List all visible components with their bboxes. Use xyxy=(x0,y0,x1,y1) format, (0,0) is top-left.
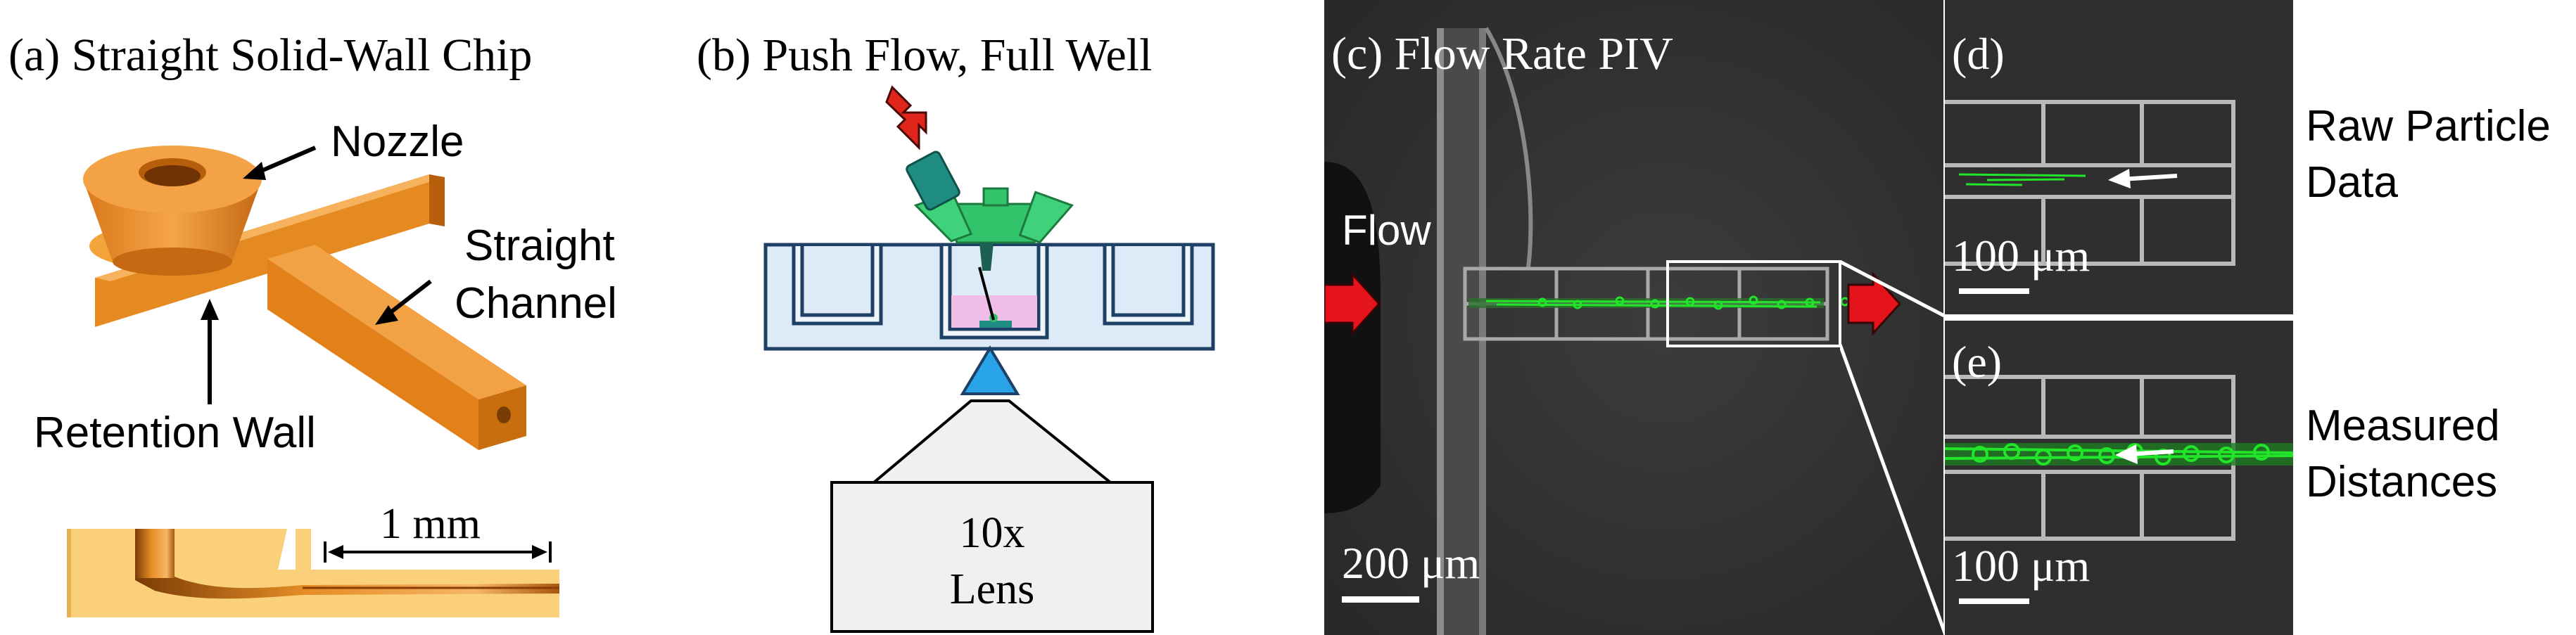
zoom-box xyxy=(1666,260,1841,347)
label-channel-line1: Straight xyxy=(464,222,615,270)
wall-fillet xyxy=(1484,27,1533,268)
annotation-arrow-d xyxy=(2120,174,2178,181)
panel-d: (d) 100 μm xyxy=(1945,0,2293,314)
straight-channel xyxy=(267,245,526,450)
panel-a-figure: (a) Straight Solid-Wall Chip xyxy=(8,30,617,617)
lens-cone xyxy=(960,345,1020,395)
scale-label-1mm: 1 mm xyxy=(380,500,481,548)
panel-d-figure: (d) 100 μm xyxy=(1945,0,2293,314)
panel-c-figure: (c) Flow Rate PIV Flow 200 μm xyxy=(1324,0,1943,635)
panel-d-annotation: Raw Particle Data xyxy=(2306,102,2551,207)
flow-arrow-out xyxy=(1847,271,1902,336)
lens-body xyxy=(830,481,1154,633)
zoom-connectors xyxy=(1840,260,1946,635)
particle-tracks xyxy=(1485,295,1850,310)
panel-e: (e) 100 μm xyxy=(1945,321,2293,635)
cross-section-view xyxy=(67,529,559,617)
panel-a: (a) Straight Solid-Wall Chip xyxy=(0,0,675,635)
panel-b: (b) Push Flow, Full Well xyxy=(675,0,1309,635)
scale-bar-1mm xyxy=(324,541,552,563)
dark-edge xyxy=(1324,162,1381,513)
scale-bar-e xyxy=(1959,598,2029,604)
panel-e-tag: (e) xyxy=(1952,337,2002,387)
scale-bar-200um xyxy=(1342,596,1419,603)
chip-in-well xyxy=(979,321,1012,328)
scale-bar-d xyxy=(1959,288,2029,294)
label-retention-wall: Retention Wall xyxy=(34,409,316,457)
flow-arrow-in xyxy=(1324,271,1381,336)
nozzle-assembly xyxy=(906,150,1074,321)
scale-label-e: 100 μm xyxy=(1952,541,2090,591)
panel-b-figure: (b) Push Flow, Full Well xyxy=(697,30,1215,633)
arrowheads xyxy=(201,162,398,325)
label-channel-line2: Channel xyxy=(455,279,617,328)
wall-edge-right xyxy=(1479,28,1486,635)
label-nozzle: Nozzle xyxy=(331,117,464,166)
panel-b-title: (b) Push Flow, Full Well xyxy=(697,30,1152,81)
measured-distances xyxy=(1945,443,2293,466)
lens-label-line1: 10x xyxy=(960,509,1025,557)
lens-label-line2: Lens xyxy=(950,565,1035,613)
annotation-e-line2: Distances xyxy=(2306,458,2497,506)
scale-label-d: 100 μm xyxy=(1952,231,2090,281)
retention-wall-image xyxy=(1444,28,1479,635)
lens-top xyxy=(870,399,1115,484)
scale-label-200um: 200 μm xyxy=(1342,538,1480,588)
panel-a-title: (a) Straight Solid-Wall Chip xyxy=(8,30,532,81)
annotation-d-line1: Raw Particle xyxy=(2306,102,2551,150)
push-arrow xyxy=(885,85,927,150)
wall-edge-left xyxy=(1437,28,1444,635)
annotation-d-line2: Data xyxy=(2306,158,2398,207)
raw-particle-streaks xyxy=(1958,173,2086,186)
flow-label: Flow xyxy=(1342,207,1431,254)
nozzle xyxy=(83,146,262,276)
channel-zoom-d xyxy=(1945,100,2235,266)
connector-bottom xyxy=(1840,344,1946,635)
annotation-arrowhead-d xyxy=(2108,169,2131,188)
annotation-e-line1: Measured xyxy=(2306,402,2500,450)
annotation-arrowhead-e xyxy=(2115,444,2138,464)
panel-d-tag: (d) xyxy=(1952,29,2005,79)
panel-c: (c) Flow Rate PIV Flow 200 μm xyxy=(1324,0,1943,635)
panel-e-figure: (e) 100 μm xyxy=(1945,321,2293,635)
connector-top xyxy=(1840,260,1946,319)
panel-e-annotation: Measured Distances xyxy=(2306,402,2500,506)
scale-arrow-right xyxy=(532,545,547,559)
panel-c-title: (c) Flow Rate PIV xyxy=(1331,28,1673,79)
scale-arrow-left xyxy=(328,545,343,559)
